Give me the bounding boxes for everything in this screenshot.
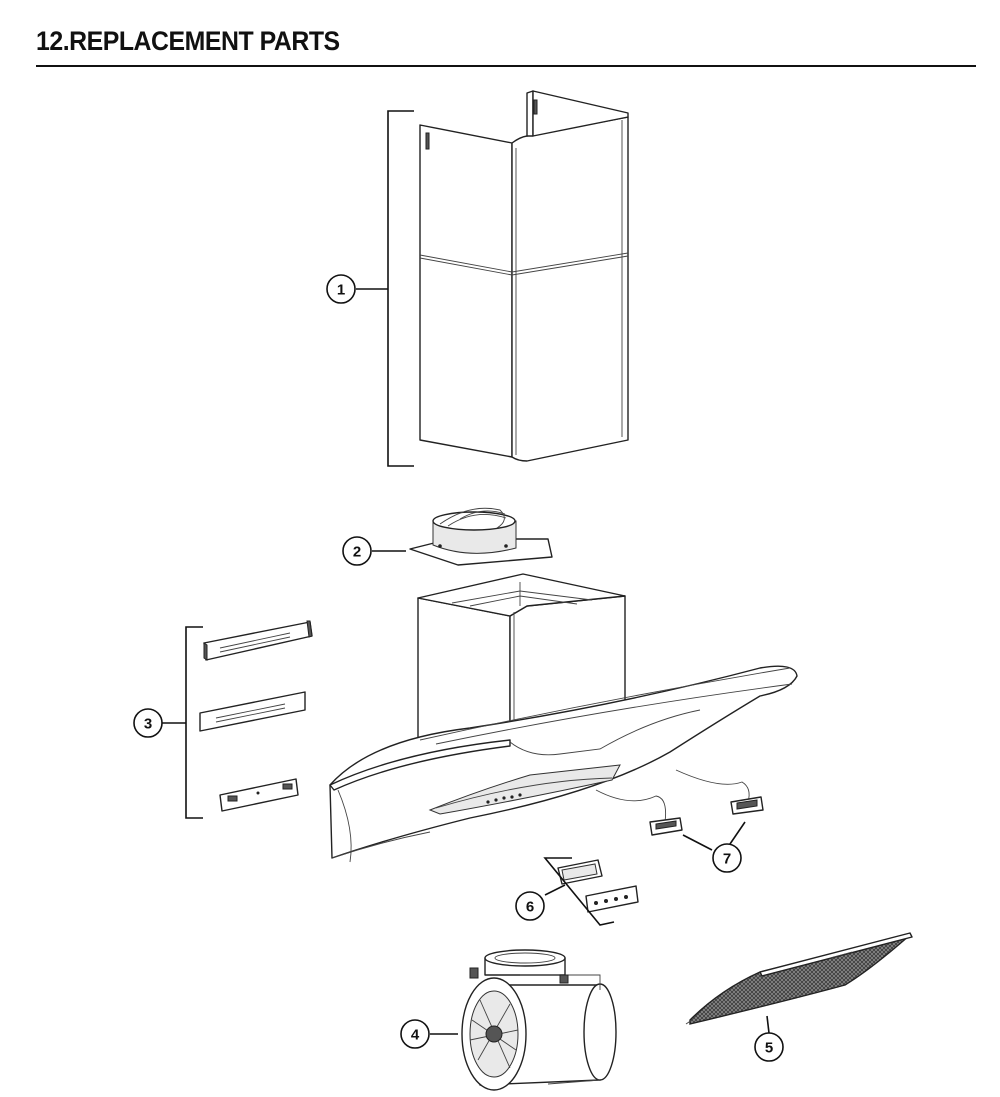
callout-label-3: 3 xyxy=(144,716,152,733)
control-switch xyxy=(557,859,639,913)
callout-label-7: 7 xyxy=(723,851,731,868)
lamp-assemblies xyxy=(595,769,764,836)
exhaust-collar xyxy=(409,507,553,566)
callout-label-1: 1 xyxy=(337,282,345,299)
chimney-cover xyxy=(419,90,629,462)
callout-6: 6 xyxy=(515,891,545,921)
callout-4: 4 xyxy=(400,1019,458,1049)
callout-1: 1 xyxy=(326,274,356,304)
callout-bracket-1 xyxy=(356,110,414,467)
callout-label-2: 2 xyxy=(353,544,361,561)
title-rule xyxy=(36,65,976,67)
callout-bracket-6 xyxy=(543,857,615,926)
blower-motor xyxy=(461,949,617,1091)
callout-label-4: 4 xyxy=(411,1027,420,1044)
mounting-brackets xyxy=(199,620,313,812)
callout-2: 2 xyxy=(342,536,406,566)
grease-filter xyxy=(685,932,913,1025)
callout-bracket-3 xyxy=(162,626,203,819)
hood-body xyxy=(329,573,798,863)
callout-label-6: 6 xyxy=(526,899,534,916)
page-title: 12.REPLACEMENT PARTS xyxy=(36,26,340,56)
callout-7: 7 xyxy=(682,821,746,873)
callout-3: 3 xyxy=(133,708,163,738)
callout-label-5: 5 xyxy=(765,1040,773,1057)
callout-5: 5 xyxy=(754,1015,784,1062)
